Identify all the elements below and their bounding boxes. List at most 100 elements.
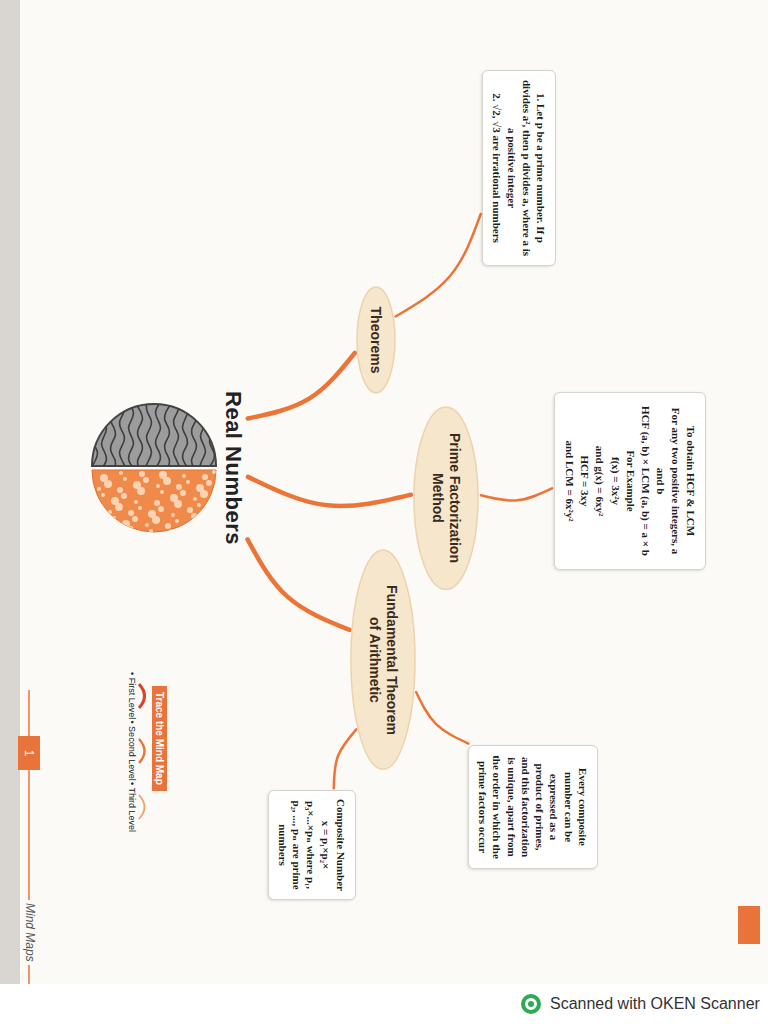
branch-oval: Prime Factorization Method [413,406,479,591]
brain-texture [117,487,123,493]
brain-texture [189,529,197,537]
brain-fold [129,404,134,468]
brain-texture [148,510,156,518]
legend-sample [138,681,148,711]
note-box: Every composite number can be expressed … [468,745,598,869]
brain-texture [123,477,127,481]
brain-texture [207,507,215,515]
brain-texture [112,516,116,520]
brain-texture [185,523,193,531]
brain-texture [160,490,164,494]
brain-texture [165,523,171,529]
note-text: For any two positive integers, a and b [654,401,683,561]
legend-line [139,795,145,819]
brain-texture [206,480,212,486]
brain-texture [156,484,160,488]
brain-illustration [89,404,216,537]
brain-fold [145,404,151,468]
watermark: Scanned with OKEN Scanner [520,992,760,1016]
note-text: and LCM = 6x²y² [562,401,576,561]
brain-texture [101,493,105,497]
legend-line [139,739,145,763]
legend-sample [138,792,148,822]
legend-text: • First Level [127,672,137,719]
logo-dot [528,1001,534,1007]
brain-texture [212,470,216,474]
oval-label: Fundamental Theorem of Arithmetic [366,580,400,740]
note-text: and g(x) = 6xy² [593,401,607,561]
legend-item: • Third Level [127,782,148,832]
brain-texture [187,507,193,513]
scan-band: Scanned with OKEN Scanner [0,984,768,1024]
brain-texture [102,520,108,526]
brain-fold [190,404,196,468]
legend-line [139,684,145,708]
brain-fold [183,404,189,468]
note-text: For Example [624,401,638,561]
oval-outline [414,407,478,590]
legend-sample [138,736,148,766]
scan-margin [0,0,20,1024]
brain-texture [202,474,208,480]
brain-texture [170,494,178,502]
branch-connector [416,692,468,744]
branch-connector [248,353,355,419]
brain-texture [193,497,197,501]
brain-texture [119,471,123,475]
legend-text: • Second Level [127,720,137,780]
note-box: 1. Let p be a prime number. If p divides… [482,70,556,266]
page-number: 1 [18,736,40,770]
branch-connector [396,214,481,316]
oval-label: Theorems [368,307,385,374]
branch-title: Prime Factorization Method [429,433,463,563]
brain-texture [89,513,97,521]
brain-texture [91,497,97,503]
brain-texture [145,523,149,527]
note-text: HCF = 3xy [578,401,592,561]
note-box: To obtain HCF & LCMFor any two positive … [554,392,706,570]
oval-label: Prime Factorization Method [429,433,463,563]
brain-texture [121,493,127,499]
oval-outline [351,550,415,769]
note-text: Every composite number can be expressed … [476,754,590,860]
brain-texture [154,500,160,506]
logo-ring [523,996,539,1012]
note-text: HCF (a, b) × LCM (a, b) = a × b [639,401,653,561]
brain-fold [209,404,215,468]
watermark-text: Scanned with OKEN Scanner [550,995,760,1013]
brain-fold [199,404,205,468]
branch-connector [481,488,552,500]
branch-oval: Fundamental Theorem of Arithmetic [350,549,416,770]
brain-texture [134,500,138,504]
corner-tab [738,906,760,944]
brain-texture [182,474,186,478]
note-text: 2. √2, √3 are irrational numbers [490,79,504,257]
legend: Trace the Mind Map• First Level• Second … [127,672,170,832]
brain-texture [100,474,108,482]
brain-fold [91,404,97,468]
brain-texture [95,503,101,509]
brain-fold [111,404,117,468]
brain-fold [174,404,180,468]
brain-texture [197,503,201,507]
branch-connector [248,477,411,506]
footer-title: Mind Maps [23,900,37,965]
brain-fold [102,404,107,468]
brain-texture [108,510,112,514]
brain-fold [120,404,126,468]
brain-texture [97,487,101,491]
brain-texture [128,510,134,516]
note-text: x = p₁×p₂× p₃×...×pₙ where p₁, p₂, ..., … [276,799,333,891]
brain-texture [196,484,204,492]
brain-texture [132,516,138,522]
brain-texture [158,506,164,512]
legend-item: • First Level [127,672,148,719]
note-box: Composite Numberx = p₁×p₂× p₃×...×pₙ whe… [268,790,356,900]
brain-orange-half [92,470,216,532]
topic-title: Real Numbers [220,385,246,551]
brain-texture [122,520,130,528]
brain-texture [143,477,149,483]
branch-title: Fundamental Theorem of Arithmetic [366,580,400,740]
brain-texture [111,497,119,505]
